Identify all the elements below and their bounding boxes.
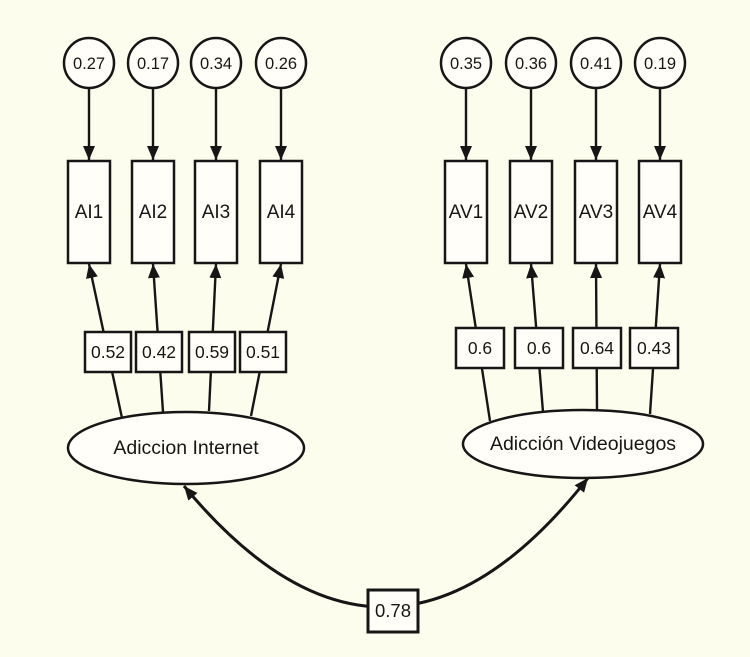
loading-value: 0.64: [580, 338, 614, 358]
loading-box: [454, 326, 506, 370]
factor-ellipse: [461, 408, 705, 480]
loading-value: 0.59: [195, 342, 229, 362]
indicator-label: AV2: [514, 202, 549, 223]
error-variance-circle: [633, 36, 687, 90]
loading-value: 0.6: [527, 338, 551, 358]
error-value: 0.41: [580, 55, 612, 73]
factor-label: Adicción Videojuegos: [490, 433, 676, 455]
indicator-box: [258, 159, 304, 265]
loading-value: 0.42: [142, 342, 176, 362]
loading-value: 0.52: [91, 342, 125, 362]
error-variance-circle: [504, 36, 558, 90]
indicator-box: [443, 159, 489, 265]
covariance-arrow: [182, 477, 590, 609]
error-value: 0.27: [73, 55, 105, 73]
loading-value: 0.51: [246, 342, 280, 362]
loading-box: [238, 330, 288, 374]
error-value: 0.34: [200, 55, 232, 73]
error-variance-circle: [62, 36, 116, 90]
error-value: 0.17: [137, 55, 169, 73]
loading-box: [187, 330, 237, 374]
indicator-box: [508, 159, 554, 265]
loading-box: [513, 326, 565, 370]
loading-box: [83, 330, 133, 374]
indicator-label: AV3: [579, 202, 614, 223]
error-value: 0.36: [515, 55, 547, 73]
error-variance-circle: [189, 36, 243, 90]
error-value: 0.19: [644, 55, 676, 73]
correlation-value: 0.78: [375, 600, 411, 621]
indicator-box: [637, 159, 683, 265]
error-variance-circle: [126, 36, 180, 90]
loading-value: 0.43: [637, 338, 671, 358]
loading-box: [571, 326, 623, 370]
error-variance-circle: [254, 36, 308, 90]
error-value: 0.35: [450, 55, 482, 73]
indicator-label: AI3: [202, 202, 231, 223]
indicator-label: AI2: [139, 202, 168, 223]
loading-value: 0.6: [468, 338, 492, 358]
indicator-label: AI4: [267, 202, 296, 223]
indicator-label: AI1: [75, 202, 104, 223]
error-variance-circle: [439, 36, 493, 90]
loading-box: [134, 330, 184, 374]
error-value: 0.26: [265, 55, 297, 73]
indicator-box: [66, 159, 112, 265]
factor-label: Adiccion Internet: [113, 437, 259, 459]
indicator-box: [573, 159, 619, 265]
indicator-box: [130, 159, 176, 265]
loading-box: [628, 326, 680, 370]
error-variance-circle: [569, 36, 623, 90]
correlation-box: [366, 588, 420, 634]
factor-ellipse: [66, 410, 306, 486]
indicator-label: AV4: [643, 202, 678, 223]
indicator-label: AV1: [449, 202, 484, 223]
indicator-box: [193, 159, 239, 265]
